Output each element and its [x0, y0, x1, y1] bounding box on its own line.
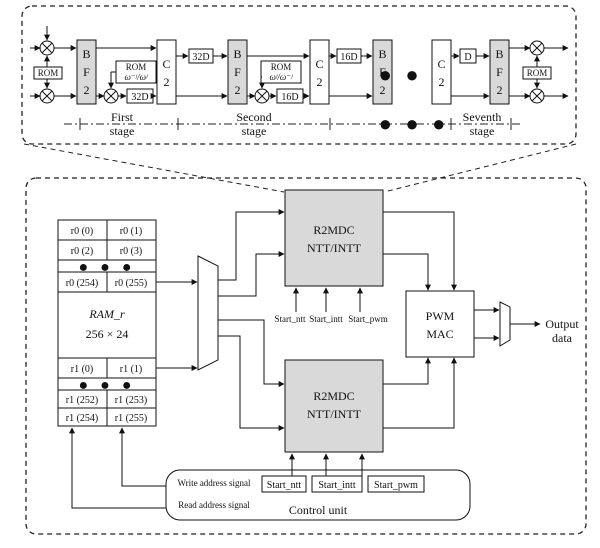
rom-label: ROM [527, 68, 548, 78]
stage-label: First [111, 110, 134, 124]
mac-title: MAC [426, 327, 453, 341]
ram-size: 256 × 24 [86, 327, 129, 341]
r2mdc-ntt-block-top [284, 189, 384, 287]
start-pwm-box [367, 475, 425, 493]
rom-twiddle-box [260, 60, 302, 84]
bf2-block [489, 39, 510, 105]
ram-cell: r1 (255) [115, 413, 148, 424]
bf2-letter: B [82, 47, 90, 61]
r2mdc-title: R2MDC [313, 389, 354, 403]
zoom-connector [383, 143, 577, 193]
zoom-connector [23, 143, 285, 193]
start-intt-label: Start_intt [318, 480, 355, 491]
system-panel [25, 177, 587, 535]
start-ntt-box [261, 475, 307, 493]
c2-letter: C [437, 57, 445, 71]
bf2-block [372, 39, 393, 105]
ram-cell: r0 (254) [66, 278, 99, 289]
bf2-letter: 2 [84, 83, 90, 97]
bf2-letter: F [496, 65, 503, 79]
write-address-label: Write address signal [177, 478, 251, 488]
pwm-mac-block [405, 290, 475, 358]
r2mdc-ntt-block-bottom [284, 359, 384, 453]
ram-title: RAM_r [88, 307, 125, 321]
multiplier-icon [39, 88, 55, 104]
ram-block [57, 219, 157, 427]
bf2-letter: B [233, 47, 241, 61]
r2mdc-subtitle: NTT/INTT [307, 407, 362, 421]
stage-label: stage [110, 124, 135, 138]
pipeline-panel [21, 5, 577, 145]
multiplexer [197, 255, 219, 371]
multiplier-icon [529, 40, 545, 56]
ram-cell: r0 (2) [71, 246, 94, 257]
ram-cell: r1 (254) [66, 413, 99, 424]
commutator-block [431, 39, 452, 105]
start-pwm-label: Start_pwm [374, 480, 418, 491]
start-signal-label: Start_pwm [348, 314, 388, 324]
read-address-label: Read address signal [178, 500, 250, 510]
r2mdc-title: R2MDC [313, 223, 354, 237]
stage-label: stage [242, 124, 267, 138]
delay-label: 16D [281, 92, 298, 103]
bf2-letter: B [495, 47, 503, 61]
start-ntt-label: Start_ntt [267, 480, 302, 491]
output-label: data [552, 331, 573, 345]
ellipsis-dots: ● ● ● [79, 377, 136, 394]
c2-letter: 2 [317, 75, 323, 89]
twiddle-label: ωʲ/ω⁻ʲ [270, 72, 293, 82]
multiplier-icon [529, 88, 545, 104]
c2-letter: 2 [439, 75, 445, 89]
start-signal-label: Start_intt [309, 314, 343, 324]
ram-cell: r0 (3) [120, 246, 143, 257]
start-intt-box [311, 475, 363, 493]
delay-label: 16D [340, 52, 357, 63]
rom-label: ROM [38, 68, 59, 78]
rom-label: ROM [271, 62, 292, 72]
ram-cell: r1 (0) [71, 364, 94, 375]
stage-label: stage [470, 124, 495, 138]
rom-box [33, 66, 63, 80]
delay-label: D [464, 52, 471, 63]
c2-letter: C [315, 57, 323, 71]
r2mdc-subtitle: NTT/INTT [307, 241, 362, 255]
commutator-block [156, 39, 177, 105]
commutator-block [309, 39, 330, 105]
delay-label: 32D [192, 52, 209, 63]
c2-letter: 2 [164, 75, 170, 89]
bf2-letter: 2 [235, 83, 241, 97]
rom-label: ROM [126, 62, 147, 72]
ram-cell: r0 (255) [115, 278, 148, 289]
multiplier-icon [39, 40, 55, 56]
stage-label: Seventh [463, 110, 502, 124]
pwm-title: PWM [426, 309, 455, 323]
multiplier-icon [254, 88, 270, 104]
bf2-block [76, 39, 97, 105]
ram-cell: r0 (0) [71, 226, 94, 237]
delay-label: 32D [131, 92, 148, 103]
ellipsis-dots: ● ● ● [379, 111, 450, 136]
c2-letter: C [162, 57, 170, 71]
ram-cell: r1 (252) [66, 395, 99, 406]
multiplier-icon [103, 88, 119, 104]
twiddle-label: ω⁻ʲ/ωʲ [125, 72, 148, 82]
ram-cell: r1 (1) [120, 364, 143, 375]
bf2-letter: 2 [380, 83, 386, 97]
bf2-letter: B [378, 47, 386, 61]
bf2-block [227, 39, 248, 105]
ram-cell: r1 (253) [115, 395, 148, 406]
control-unit-title: Control unit [289, 503, 348, 517]
output-label: Output [545, 317, 579, 331]
ram-cell: r0 (1) [120, 226, 143, 237]
ellipsis-dots: ● ● ● [79, 259, 136, 276]
bf2-letter: 2 [497, 83, 503, 97]
start-signal-label: Start_ntt [275, 314, 306, 324]
bf2-letter: F [379, 65, 386, 79]
output-multiplexer [499, 301, 511, 347]
bf2-letter: F [234, 65, 241, 79]
stage-label: Second [236, 110, 271, 124]
bf2-letter: F [83, 65, 90, 79]
